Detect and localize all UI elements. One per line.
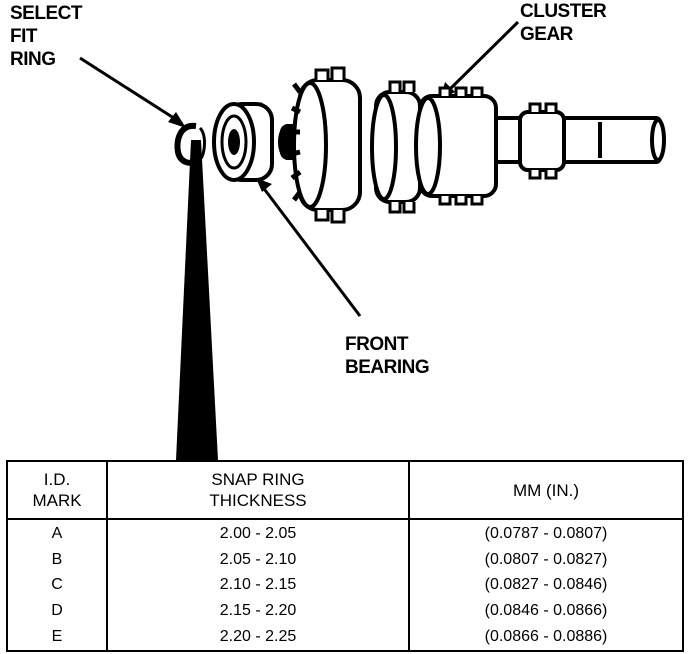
cell-thickness: 2.10 - 2.15 bbox=[106, 571, 409, 598]
cell-id-mark: B bbox=[51, 550, 63, 568]
callout-cluster-gear: CLUSTER GEAR bbox=[520, 1, 607, 45]
snap-ring-spec-table: I.D. MARK SNAP RING THICKNESS MM (IN.) A… bbox=[6, 460, 684, 652]
table-row: E 2.20 - 2.25(0.0866 - 0.0886) bbox=[7, 623, 683, 651]
cell-thickness: 2.05 - 2.10 bbox=[106, 546, 409, 572]
header-mm-in: MM (IN.) bbox=[408, 461, 683, 520]
cell-id-mark: A bbox=[51, 524, 63, 542]
gear-large bbox=[290, 66, 362, 224]
cell-thickness: 2.00 - 2.05 bbox=[106, 519, 409, 547]
cell-id-mark: D bbox=[51, 602, 63, 620]
snap-ring bbox=[174, 122, 206, 166]
cell-id-mark: C bbox=[51, 576, 63, 594]
callout-select-fit-ring: SELECT FIT RING bbox=[10, 3, 82, 70]
cell-mm-in: (0.0866 - 0.0886) bbox=[408, 623, 683, 651]
gear-cluster bbox=[414, 86, 566, 206]
header-id-mark: I.D. MARK bbox=[7, 461, 107, 520]
cell-thickness: 2.20 - 2.25 bbox=[106, 623, 409, 651]
callout-front-bearing: FRONT BEARING bbox=[345, 334, 430, 378]
cell-mm-in: (0.0846 - 0.0866) bbox=[408, 597, 683, 624]
table-header-row: I.D. MARK SNAP RING THICKNESS MM (IN.) bbox=[7, 461, 683, 520]
header-snap-ring-thickness: SNAP RING THICKNESS bbox=[106, 461, 409, 520]
table-row: D 2.15 - 2.20(0.0846 - 0.0866) bbox=[7, 597, 683, 624]
leader-cluster-gear bbox=[445, 20, 520, 94]
leader-front-bearing bbox=[260, 185, 362, 317]
table-row: C 2.10 - 2.15(0.0827 - 0.0846) bbox=[7, 571, 683, 598]
table-row: B 2.05 - 2.10(0.0807 - 0.0827) bbox=[7, 546, 683, 572]
cell-mm-in: (0.0787 - 0.0807) bbox=[408, 519, 683, 547]
front-bearing bbox=[212, 102, 274, 182]
table-row: A 2.00 - 2.05(0.0787 - 0.0807) bbox=[7, 519, 683, 547]
gear-middle bbox=[370, 80, 422, 214]
cell-thickness: 2.15 - 2.20 bbox=[106, 597, 409, 624]
table-pointer-wedge bbox=[176, 140, 218, 460]
cell-mm-in: (0.0807 - 0.0827) bbox=[408, 546, 683, 572]
leader-select-fit-ring bbox=[79, 56, 181, 124]
cluster-gear-diagram bbox=[79, 20, 666, 460]
table-body: A 2.00 - 2.05(0.0787 - 0.0807) B 2.05 - 2.1… bbox=[7, 519, 683, 651]
arrowhead-select-fit-ring bbox=[168, 112, 186, 128]
cell-id-mark: E bbox=[51, 628, 63, 646]
cell-mm-in: (0.0827 - 0.0846) bbox=[408, 571, 683, 598]
